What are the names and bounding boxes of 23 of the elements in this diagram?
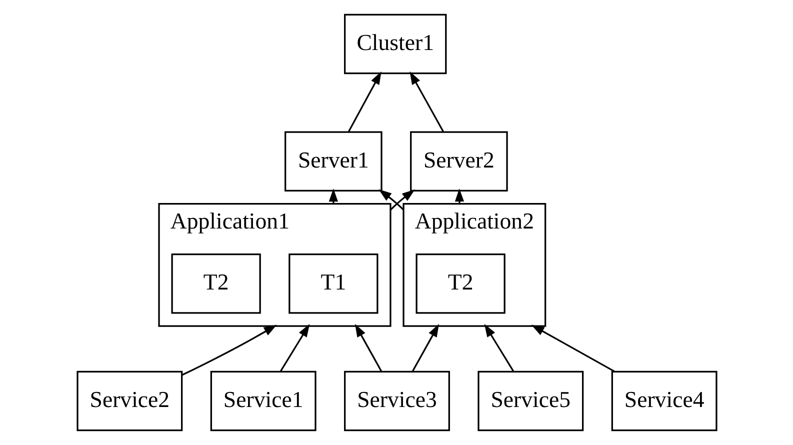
- node-box: T2: [170, 253, 260, 314]
- arrow: [409, 71, 444, 132]
- arrow: [348, 71, 381, 132]
- arrow: [378, 189, 404, 210]
- arrow: [484, 324, 514, 372]
- arrow: [454, 188, 464, 204]
- node-box: Cluster1: [344, 14, 446, 74]
- node-box: Service4: [610, 370, 717, 432]
- node-box: Service2: [76, 370, 182, 432]
- node-box: Server1: [284, 131, 382, 192]
- arrow: [389, 189, 415, 210]
- arrow: [530, 324, 614, 372]
- arrow: [181, 324, 276, 376]
- node-box: Service5: [477, 370, 584, 432]
- node-box: T1: [288, 253, 378, 314]
- arrow: [279, 324, 310, 372]
- arrow: [328, 188, 338, 204]
- arrow: [354, 324, 382, 372]
- node-box: Server2: [410, 131, 508, 192]
- node-box: T2: [415, 253, 505, 314]
- node-box: Service1: [210, 370, 316, 432]
- arrow: [412, 324, 439, 372]
- node-box: Service3: [344, 370, 450, 432]
